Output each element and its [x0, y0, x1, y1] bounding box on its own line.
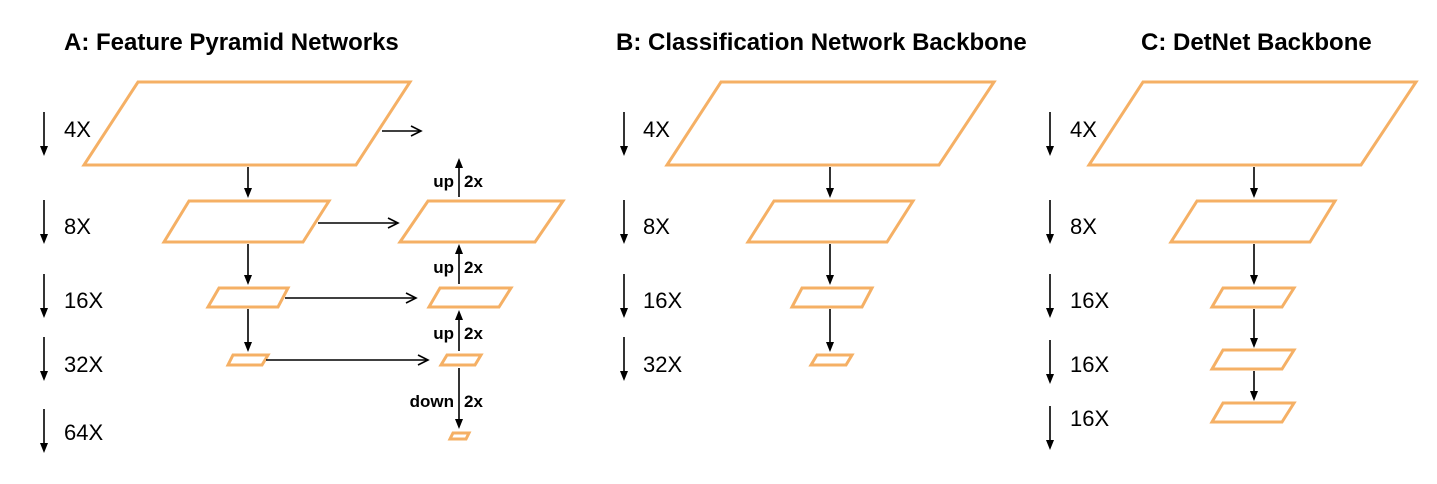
- detnet-plane-16x-b: [1209, 348, 1297, 371]
- scale-arrowhead-a-5: [40, 443, 48, 453]
- classification-arrowhead-1: [826, 188, 834, 198]
- fpn-top-down-plane-8x: [397, 199, 566, 244]
- detnet-arrowhead-1: [1250, 188, 1258, 198]
- detnet-arrowhead-3: [1250, 338, 1258, 348]
- scale-arrowhead-a-2: [40, 234, 48, 244]
- scale-arrowhead-b-1: [620, 146, 628, 156]
- detnet-arrowhead-4: [1250, 391, 1258, 401]
- fpn-op-label-up-1: up: [433, 172, 454, 191]
- classification-plane-32x: [808, 353, 855, 367]
- panel-b: 4X 8X 16X 32X: [620, 80, 997, 381]
- classification-plane-16x: [789, 286, 875, 309]
- scale-arrowhead-c-5: [1046, 440, 1054, 450]
- fpn-op-label-up-2: up: [433, 258, 454, 277]
- classification-plane-4x: [664, 80, 997, 167]
- fpn-up-arrowhead-2: [455, 244, 463, 254]
- scale-arrowhead-c-2: [1046, 234, 1054, 244]
- fpn-bottom-up-plane-16x: [205, 286, 291, 309]
- panel-a-title: A: Feature Pyramid Networks: [64, 29, 399, 56]
- scale-arrowhead-c-3: [1046, 308, 1054, 318]
- panel-c-scale-3: 16X: [1070, 288, 1109, 313]
- classification-arrowhead-2: [826, 275, 834, 285]
- fpn-down-arrowhead-3: [244, 342, 252, 352]
- panel-c-scale-4: 16X: [1070, 352, 1109, 377]
- scale-arrowhead-c-4: [1046, 374, 1054, 384]
- panel-b-title: B: Classification Network Backbone: [616, 29, 1027, 56]
- fpn-op-factor-2: 2x: [464, 258, 483, 277]
- panel-c-scale-2: 8X: [1070, 214, 1097, 239]
- panel-a-scale-4: 32X: [64, 352, 103, 377]
- panel-b-scale-4: 32X: [643, 352, 682, 377]
- detnet-plane-4x: [1086, 80, 1419, 167]
- scale-arrowhead-b-2: [620, 234, 628, 244]
- panel-c-scale-5: 16X: [1070, 406, 1109, 431]
- panel-c: 4X 8X 16X 16X 16X: [1046, 80, 1419, 450]
- fpn-op-factor-down: 2x: [464, 392, 483, 411]
- panel-a-scale-3: 16X: [64, 288, 103, 313]
- panel-c-scale-1: 4X: [1070, 117, 1097, 142]
- fpn-bottom-up-plane-4x: [81, 80, 413, 167]
- scale-arrowhead-c-1: [1046, 146, 1054, 156]
- fpn-up-arrowhead-3: [455, 310, 463, 320]
- scale-arrowhead-b-4: [620, 371, 628, 381]
- fpn-down-sample-arrowhead: [455, 419, 463, 429]
- scale-arrowhead-a-1: [40, 146, 48, 156]
- classification-arrowhead-3: [826, 342, 834, 352]
- panel-a-scale-arrows: [40, 112, 48, 453]
- fpn-op-label-up-3: up: [433, 324, 454, 343]
- detnet-plane-8x: [1168, 199, 1338, 244]
- panel-b-scale-2: 8X: [643, 214, 670, 239]
- fpn-lateral-arrowhead-4x: [410, 125, 423, 137]
- scale-arrowhead-a-4: [40, 371, 48, 381]
- fpn-up-arrowhead-1: [455, 158, 463, 168]
- fpn-bottom-up-plane-8x: [161, 199, 332, 244]
- scale-arrowhead-b-3: [620, 308, 628, 318]
- fpn-down-arrowhead-2: [244, 275, 252, 285]
- panel-a-scale-5: 64X: [64, 420, 103, 445]
- fpn-lateral-arrowhead-32x: [417, 354, 430, 366]
- detnet-plane-16x-c: [1209, 401, 1297, 424]
- panel-c-title: C: DetNet Backbone: [1141, 29, 1372, 56]
- fpn-lateral-arrowhead-8x: [387, 217, 400, 229]
- fpn-top-down-plane-16x: [426, 286, 514, 309]
- panel-a: 4X 8X 16X 32X 64X: [40, 80, 566, 453]
- detnet-arrowhead-2: [1250, 275, 1258, 285]
- fpn-plane-64x: [447, 431, 472, 441]
- detnet-plane-16x-a: [1209, 286, 1297, 309]
- panel-b-scale-3: 16X: [643, 288, 682, 313]
- fpn-lateral-arrowhead-16x: [405, 292, 418, 304]
- fpn-bottom-up-plane-32x: [225, 353, 271, 367]
- panel-a-scale-2: 8X: [64, 214, 91, 239]
- scale-arrowhead-a-3: [40, 308, 48, 318]
- classification-plane-8x: [745, 199, 916, 244]
- panel-a-scale-1: 4X: [64, 117, 91, 142]
- panel-b-scale-arrows: [620, 112, 628, 381]
- panel-b-scale-1: 4X: [643, 117, 670, 142]
- panel-c-scale-arrows: [1046, 112, 1054, 450]
- fpn-op-label-down: down: [410, 392, 454, 411]
- fpn-op-factor-1: 2x: [464, 172, 483, 191]
- fpn-down-arrowhead-1: [244, 188, 252, 198]
- fpn-op-factor-3: 2x: [464, 324, 483, 343]
- fpn-top-down-plane-32x: [438, 353, 484, 367]
